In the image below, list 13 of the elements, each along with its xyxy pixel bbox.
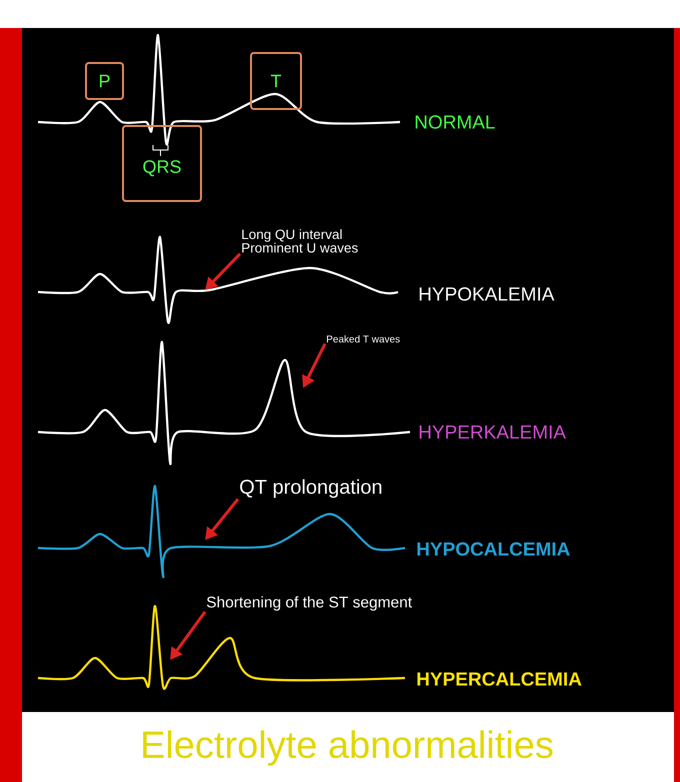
annotation-text: Peaked T waves: [327, 335, 400, 343]
title: Electrolyte abnormalities: [143, 730, 552, 766]
annotation-text: Shortening of the ST segment: [206, 596, 412, 611]
condition-label: HYPERKALEMIA: [420, 425, 566, 439]
condition-label: HYPOCALCEMIA: [417, 542, 570, 556]
wave-label-box: QRS: [122, 125, 202, 202]
annotation-text: QT prolongation: [240, 479, 382, 498]
wave-label-box: T: [250, 52, 302, 110]
annotation-text: Long QU interval Prominent U waves: [242, 229, 358, 253]
condition-label: HYPERCALCEMIA: [417, 672, 582, 686]
condition-label: HYPOKALEMIA: [420, 287, 554, 301]
wave-label-box: P: [85, 62, 124, 100]
condition-label: NORMAL: [416, 115, 495, 129]
